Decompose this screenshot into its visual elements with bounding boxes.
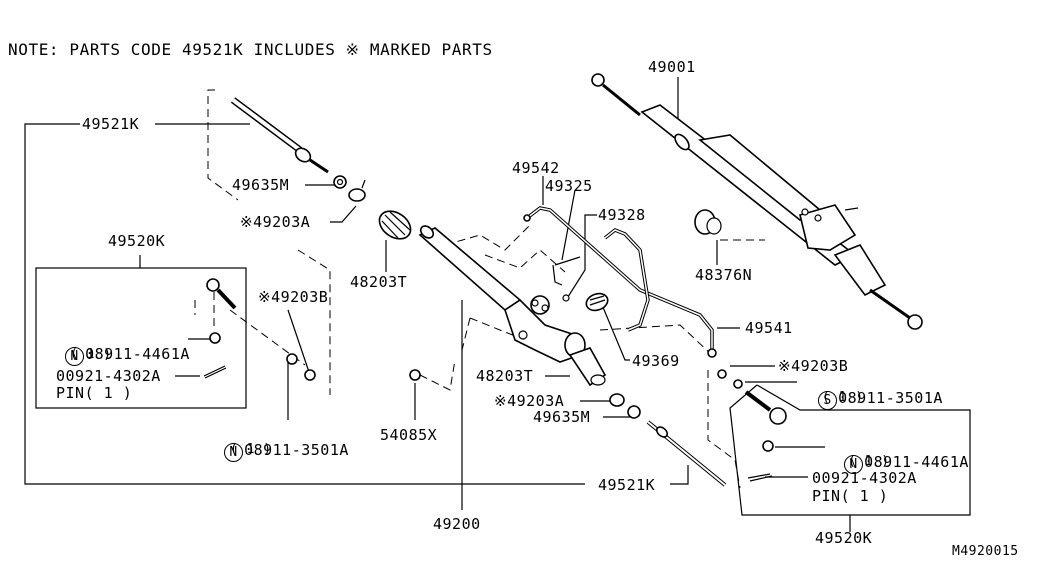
part-label-49521k-bottom[interactable]: 49521K xyxy=(598,476,656,494)
part-label-54085x[interactable]: 54085X xyxy=(380,426,438,444)
diagram-code: M4920015 xyxy=(952,544,1019,559)
part-label-49203b-right[interactable]: ※49203B xyxy=(778,357,849,375)
pin-text-right: PIN( 1 ) xyxy=(812,487,889,505)
part-label-49521k-top[interactable]: 49521K xyxy=(82,115,140,133)
hydraulic-lines xyxy=(523,206,717,358)
leader-lines xyxy=(24,77,971,532)
tie-rod-lower xyxy=(646,420,727,487)
tie-rod-end-right-parts xyxy=(717,369,787,482)
part-label-49325[interactable]: 49325 xyxy=(545,177,593,195)
part-label-48203t-top[interactable]: 48203T xyxy=(350,273,408,291)
part-label-49001[interactable]: 49001 xyxy=(648,58,696,76)
dashed-assembly-lines xyxy=(194,89,765,489)
part-number: 08911-3501A xyxy=(838,389,943,407)
gear-housing-49200 xyxy=(418,225,641,419)
part-number: 08911-3501A xyxy=(244,441,349,459)
part-label-49203a-bottom[interactable]: ※49203A xyxy=(494,392,565,410)
part-label-49542[interactable]: 49542 xyxy=(512,159,560,177)
quantity-text: ( 1 ) xyxy=(848,454,890,469)
part-label-49203b-left[interactable]: ※49203B xyxy=(258,288,329,306)
part-number: 08911-4461A xyxy=(85,345,190,363)
quantity-text: ( 1 ) xyxy=(230,442,272,457)
part-label-49635m-top[interactable]: 49635M xyxy=(232,176,290,194)
part-label-49541[interactable]: 49541 xyxy=(745,319,793,337)
part-label-00921-4302a-right[interactable]: 00921-4302A xyxy=(812,469,917,487)
part-label-00921-4302a-left[interactable]: 00921-4302A xyxy=(56,367,161,385)
tie-rod-left-upper xyxy=(230,97,412,240)
part-label-48203t-bottom[interactable]: 48203T xyxy=(476,367,534,385)
quantity-text: ( 1 ) xyxy=(822,390,864,405)
part-label-49520k-left[interactable]: 49520K xyxy=(108,232,166,250)
n-mark-icon: N xyxy=(844,455,864,474)
n-mark-icon: N xyxy=(65,347,85,366)
part-label-49369[interactable]: 49369 xyxy=(632,352,680,370)
n-mark-icon: N xyxy=(224,443,244,462)
part-number: 08911-4461A xyxy=(864,453,969,471)
part-label-49635m-bottom[interactable]: 49635M xyxy=(533,408,591,426)
tie-rod-end-left-parts xyxy=(203,278,421,381)
note-text: NOTE: PARTS CODE 49521K INCLUDES ※ MARKE… xyxy=(8,40,493,59)
s-mark-icon: S xyxy=(818,391,838,410)
pin-text-left: PIN( 1 ) xyxy=(56,384,133,402)
quantity-text: ( 1 ) xyxy=(70,347,112,362)
steering-gear-assembly-49001 xyxy=(591,73,923,330)
part-label-49520k-right[interactable]: 49520K xyxy=(815,529,873,547)
part-label-49328[interactable]: 49328 xyxy=(598,206,646,224)
part-label-48376n[interactable]: 48376N xyxy=(695,266,753,284)
part-label-49200[interactable]: 49200 xyxy=(433,515,481,533)
part-label-49203a-top[interactable]: ※49203A xyxy=(240,213,311,231)
